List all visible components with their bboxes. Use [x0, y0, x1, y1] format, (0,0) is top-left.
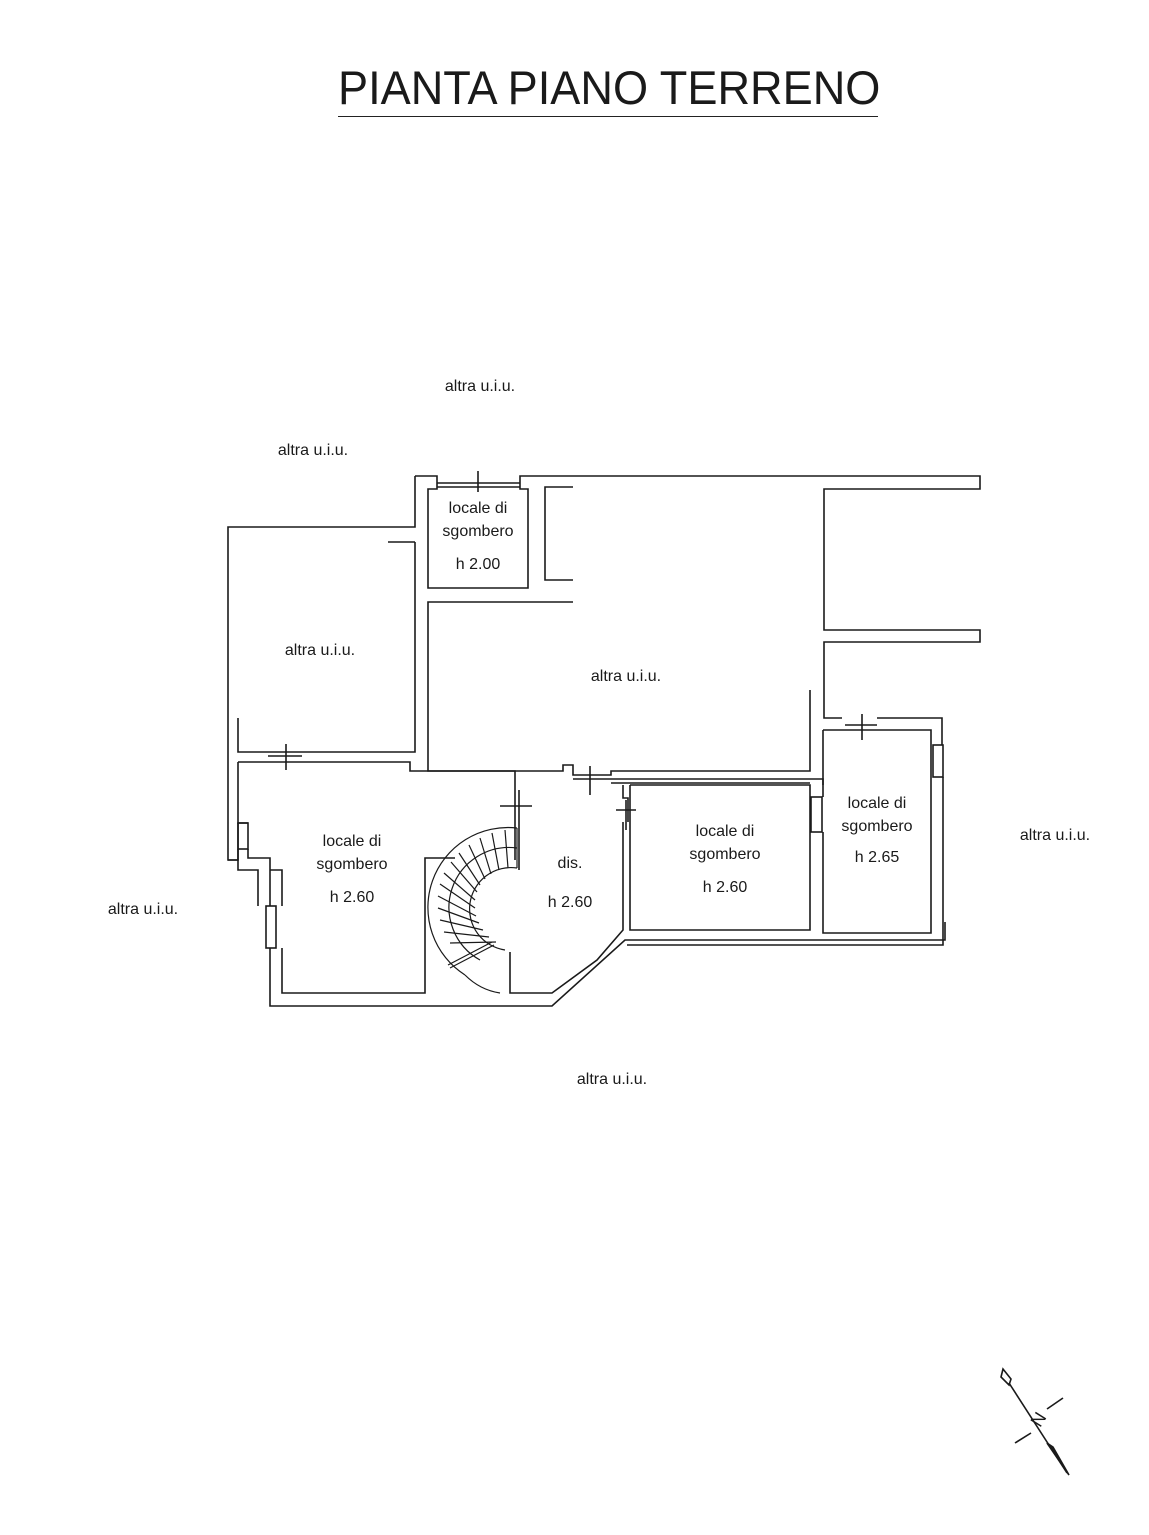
room-hallway: dis. h 2.60 — [548, 852, 592, 914]
outer-walls — [227, 471, 981, 1007]
spiral-staircase — [427, 826, 518, 994]
label-other-unit-bottom: altra u.i.u. — [576, 1071, 648, 1088]
room-name: sgombero — [841, 818, 913, 836]
room-storage-left: locale di sgombero h 2.60 — [316, 830, 387, 910]
label-other-unit-right: altra u.i.u. — [1019, 827, 1091, 844]
room-other-unit-center: altra u.i.u. — [591, 665, 661, 688]
room-storage-right: locale di sgombero h 2.65 — [841, 792, 912, 870]
title-underline — [338, 116, 878, 117]
room-height: h 2.00 — [455, 556, 501, 574]
room-name: sgombero — [316, 856, 388, 874]
room-other-unit-left: altra u.i.u. — [285, 639, 355, 662]
north-label: N — [1027, 1409, 1051, 1431]
room-name: locale di — [847, 795, 907, 812]
label-other-unit-top: altra u.i.u. — [444, 378, 516, 395]
label-other-unit-left: altra u.i.u. — [107, 901, 179, 918]
room-height: h 2.60 — [329, 889, 375, 907]
room-name: sgombero — [689, 846, 761, 864]
room-name: altra u.i.u. — [284, 642, 356, 659]
plan-title: PIANTA PIANO TERRENO — [338, 61, 881, 114]
room-storage-middle: locale di sgombero h 2.60 — [689, 820, 760, 900]
room-name: dis. — [557, 855, 583, 872]
room-height: h 2.60 — [702, 879, 748, 897]
label-other-unit-top-left: altra u.i.u. — [277, 442, 349, 459]
north-arrow-icon: N — [1000, 1367, 1070, 1476]
room-height: h 2.65 — [854, 849, 900, 867]
room-name: locale di — [322, 833, 382, 850]
room-name: altra u.i.u. — [590, 668, 662, 685]
room-height: h 2.60 — [547, 894, 593, 912]
room-storage-top: locale di sgombero h 2.00 — [442, 497, 513, 577]
room-name: locale di — [448, 500, 508, 517]
room-name: sgombero — [442, 523, 514, 541]
room-name: locale di — [695, 823, 755, 840]
